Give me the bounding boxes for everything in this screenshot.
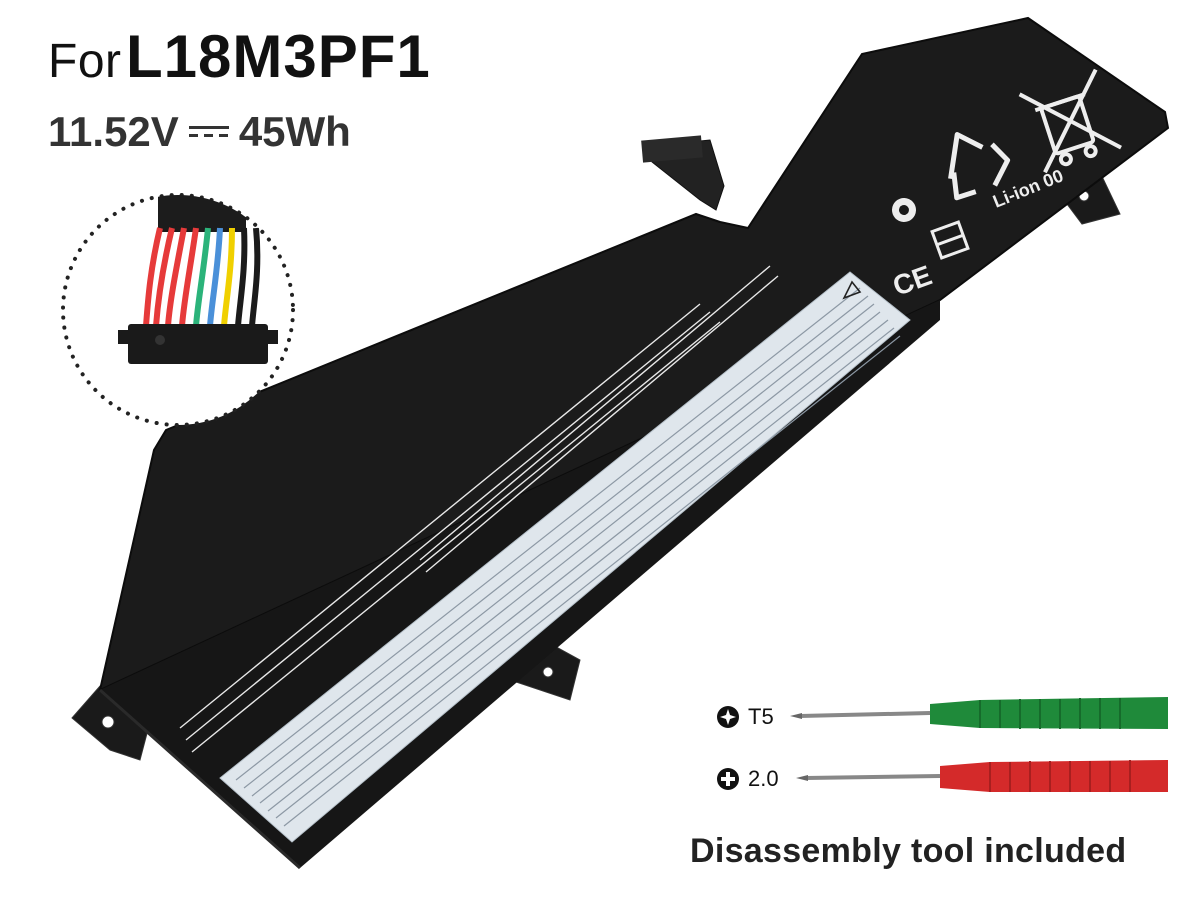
product-title: For L18M3PF1 — [48, 22, 431, 91]
battery-label-sticker — [219, 271, 911, 843]
tool-label-text: T5 — [748, 704, 774, 729]
battery-body — [98, 16, 1170, 692]
tool-label-text: 2.0 — [748, 766, 779, 791]
torx-icon — [717, 706, 739, 728]
weee-bin-icon — [1018, 68, 1122, 174]
connector-zoom-callout — [61, 193, 295, 427]
cable-connector-plug — [128, 324, 268, 364]
voltage-value: 11.52V — [48, 108, 179, 155]
spec-line: 11.52V 45Wh — [48, 108, 351, 156]
battery-model-text-lines — [179, 265, 779, 753]
recycle-icon — [948, 132, 1011, 201]
phillips-icon — [717, 768, 739, 790]
warning-triangle-icon — [842, 280, 862, 300]
disassembly-tool-caption: Disassembly tool included — [690, 832, 1127, 870]
tool-label-phillips: 2.0 — [716, 766, 779, 792]
screwdriver-t5 — [790, 697, 1168, 729]
title-prefix: For — [48, 35, 122, 88]
capacity-value: 45Wh — [238, 108, 351, 155]
model-number: L18M3PF1 — [125, 23, 431, 90]
certification-mark-icon — [892, 198, 916, 223]
screwdriver-phillips — [796, 760, 1168, 792]
pse-mark-icon — [930, 220, 970, 260]
tool-label-t5: T5 — [716, 704, 774, 730]
label-text-lines — [235, 287, 901, 827]
dc-symbol-icon — [188, 122, 229, 142]
